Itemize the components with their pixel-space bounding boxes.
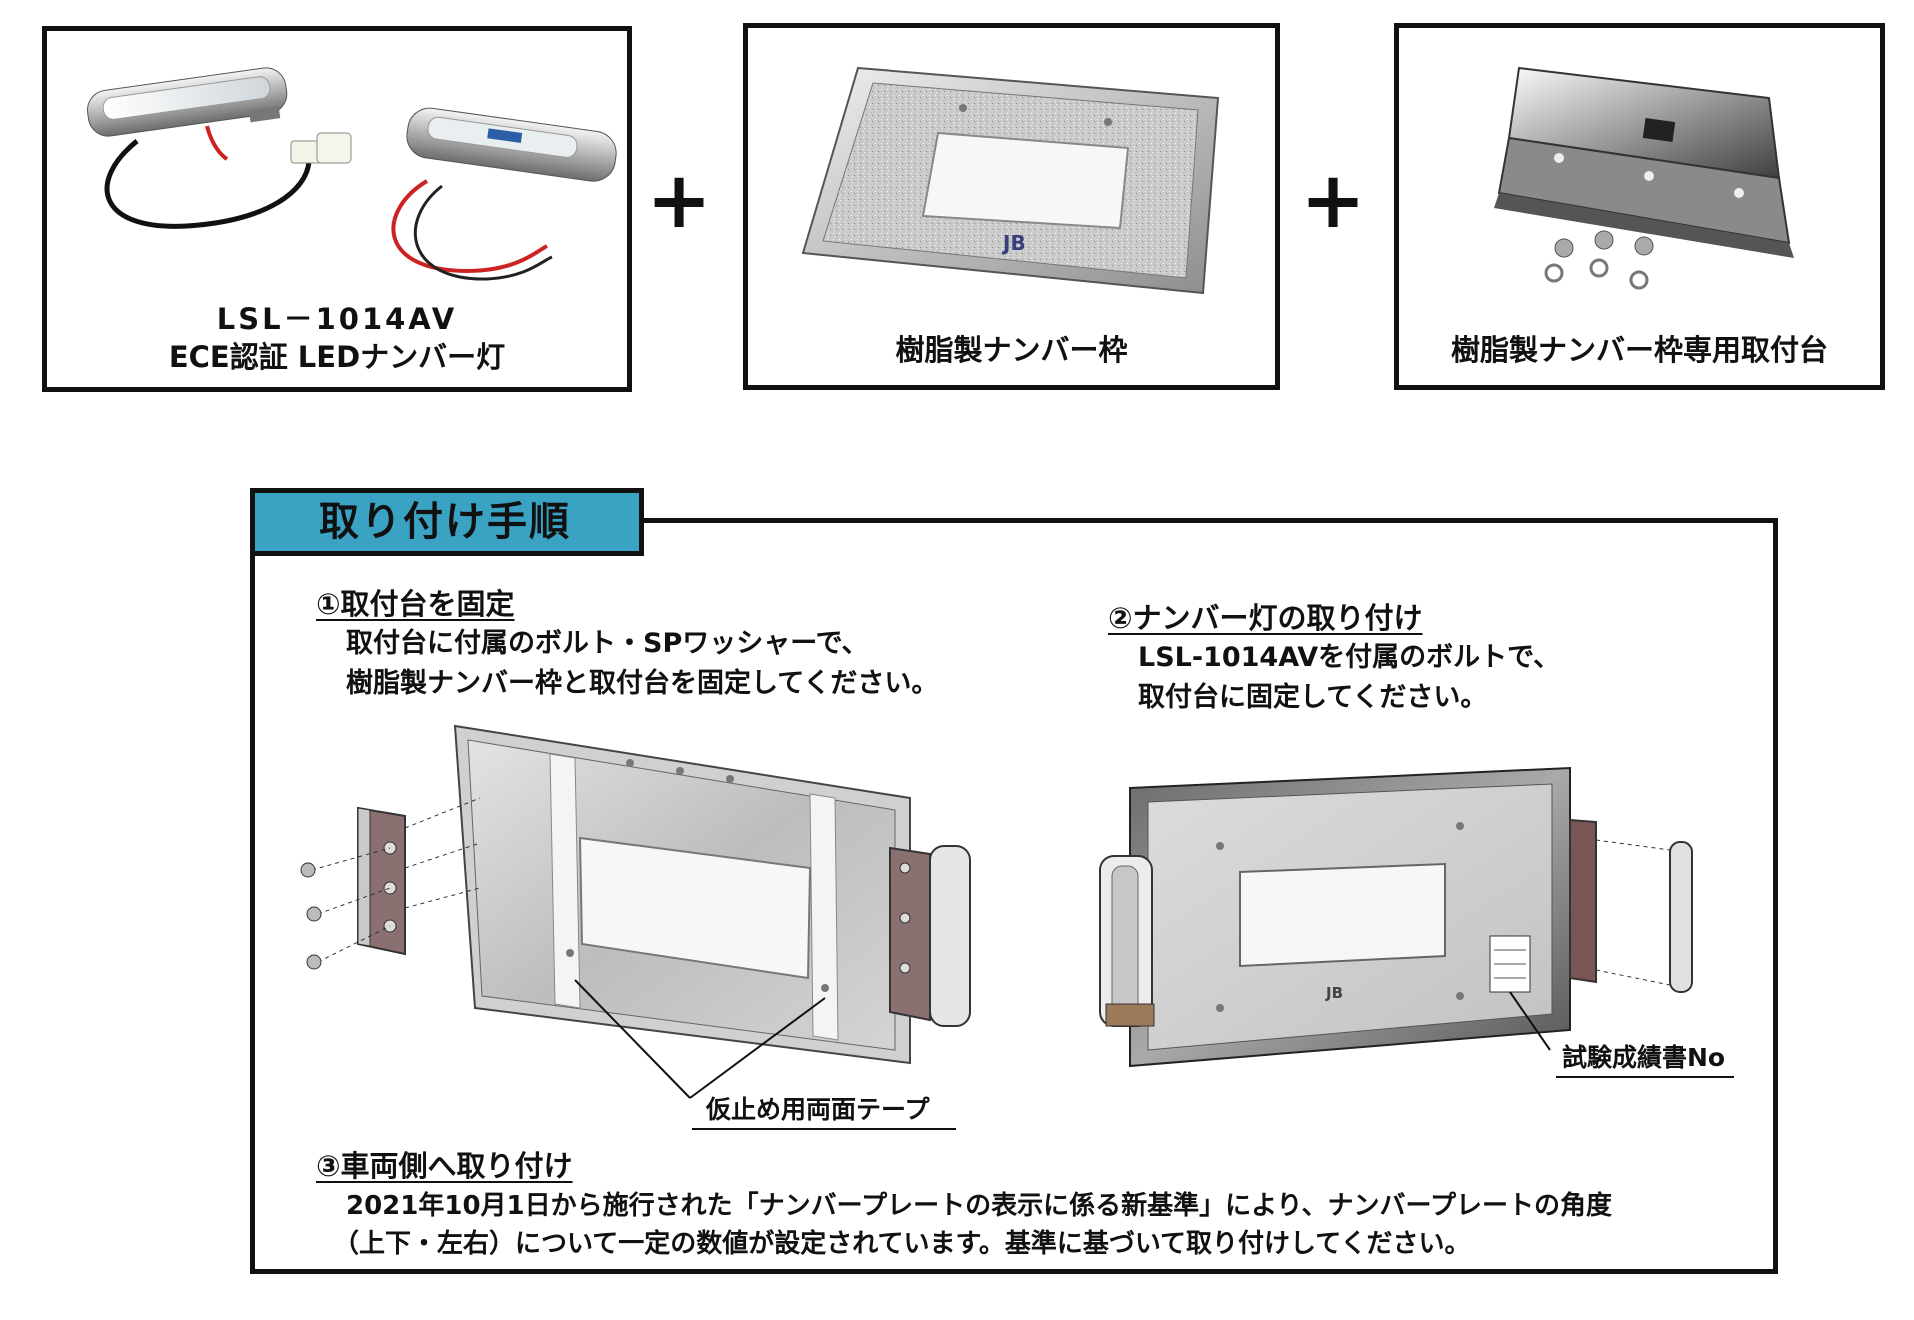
product-card-number-frame: JB 樹脂製ナンバー枠 bbox=[743, 23, 1280, 390]
plus-sign: + bbox=[646, 156, 712, 246]
step1-line2: 樹脂製ナンバー枠と取付台を固定してください。 bbox=[346, 668, 939, 699]
jb-logo: JB bbox=[1001, 231, 1026, 255]
jb-logo: JB bbox=[1325, 984, 1343, 1002]
step3-title: ③車両側へ取り付け bbox=[316, 1149, 573, 1183]
mounting-base-image bbox=[1494, 66, 1794, 290]
callout-test-report-number: 試験成績書No bbox=[1562, 1043, 1726, 1072]
led-light-image bbox=[87, 67, 617, 281]
step1-assembly-diagram bbox=[300, 724, 971, 1099]
product-name: 樹脂製ナンバー枠専用取付台 bbox=[1450, 333, 1828, 367]
step3-line1: 2021年10月1日から施行された「ナンバープレートの表示に係る新基準」により、… bbox=[346, 1191, 1612, 1221]
procedure-heading: 取り付け手順 bbox=[250, 488, 644, 556]
product-card-mounting-base: 樹脂製ナンバー枠専用取付台 bbox=[1394, 23, 1885, 390]
product-name-line1: LSL－1014AV bbox=[216, 302, 458, 336]
product-card-led-light: LSL－1014AV ECE認証 LEDナンバー灯 bbox=[42, 26, 632, 392]
step1-line1: 取付台に付属のボルト・SPワッシャーで、 bbox=[346, 628, 869, 659]
step2-line2: 取付台に固定してください。 bbox=[1138, 682, 1488, 713]
product-name: 樹脂製ナンバー枠 bbox=[895, 333, 1128, 367]
number-frame-image: JB bbox=[801, 66, 1220, 295]
plus-sign: + bbox=[1300, 156, 1366, 246]
step2-title: ②ナンバー灯の取り付け bbox=[1108, 601, 1423, 635]
step3-line2: （上下・左右）について一定の数値が設定されています。基準に基づいて取り付けしてく… bbox=[333, 1229, 1471, 1259]
callout-underline bbox=[692, 1128, 956, 1130]
step1-title: ①取付台を固定 bbox=[316, 587, 515, 621]
callout-underline bbox=[1556, 1076, 1734, 1078]
callout-double-sided-tape: 仮止め用両面テープ bbox=[706, 1095, 930, 1124]
step2-assembly-diagram: JB bbox=[1099, 766, 1693, 1068]
product-name-line2: ECE認証 LEDナンバー灯 bbox=[168, 340, 506, 374]
step2-line1: LSL-1014AVを付属のボルトで、 bbox=[1138, 642, 1561, 673]
